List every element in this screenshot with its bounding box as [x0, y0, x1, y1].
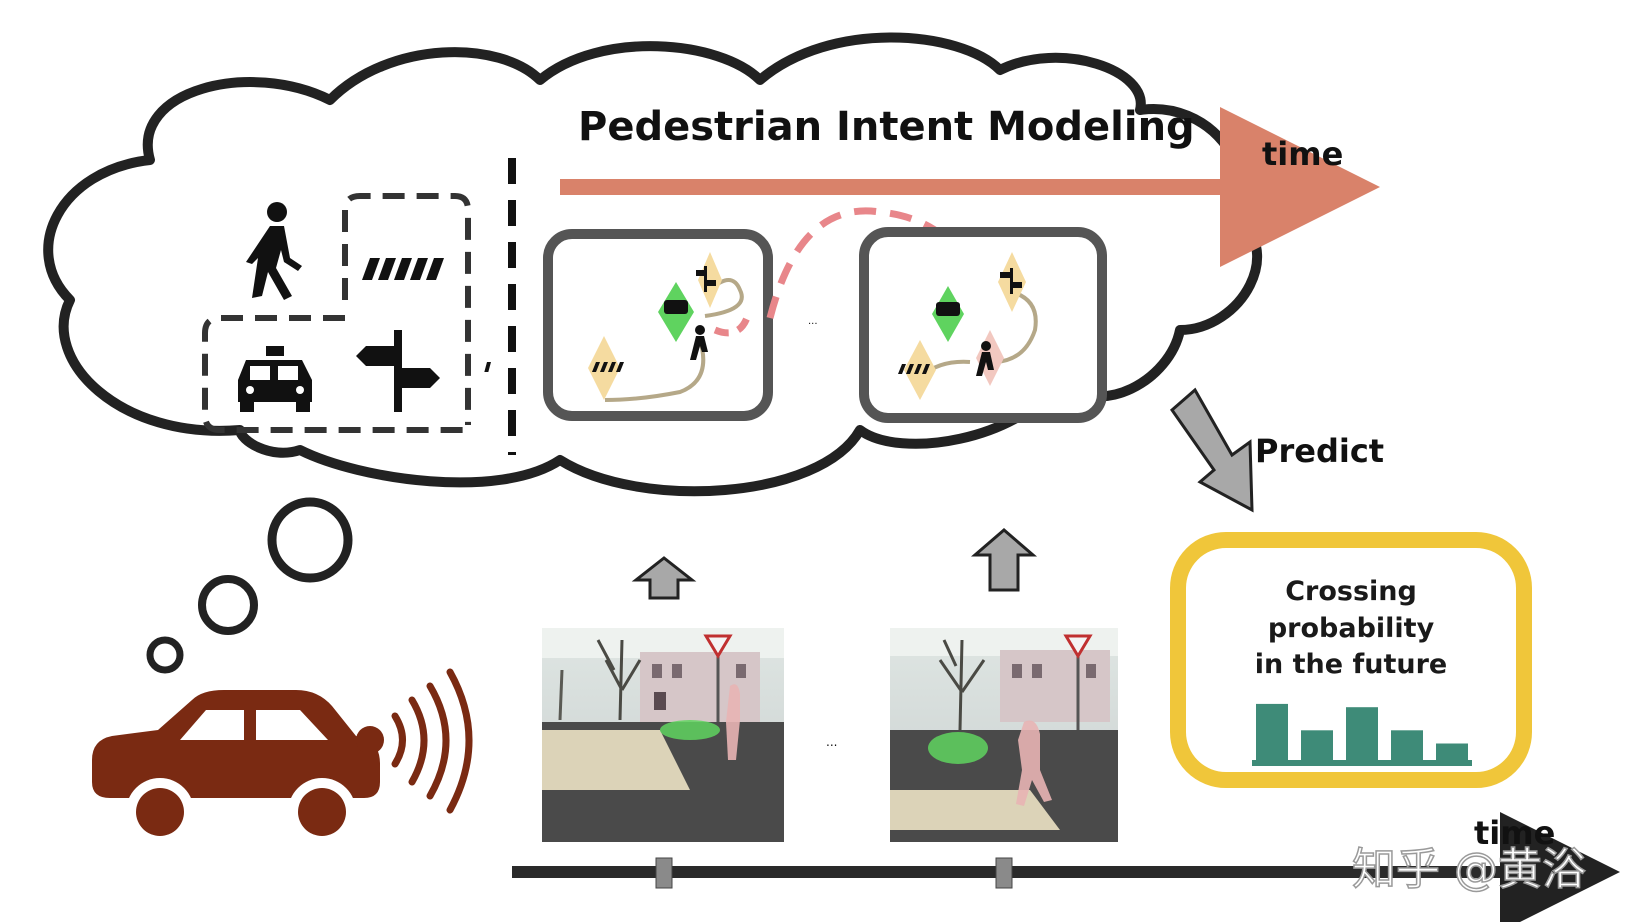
- ego-car-icon: [92, 690, 380, 846]
- histogram-bar: [1256, 703, 1288, 760]
- video-frame-1: [542, 628, 784, 842]
- intent-graph-1: [484, 229, 773, 421]
- context-box-upper: [342, 193, 471, 425]
- predict-arrow: [1169, 387, 1254, 513]
- time-label-top: time: [1262, 135, 1343, 173]
- vehicle-detection: [660, 720, 720, 740]
- thought-bubble-icon: [146, 497, 353, 674]
- signal-waves-icon: [356, 668, 473, 814]
- video-frame-2: [890, 628, 1118, 842]
- histogram-bar: [1436, 743, 1468, 760]
- pedestrian-icon: [246, 202, 302, 300]
- signpost-icon: [356, 330, 440, 412]
- timeline-tick-2: [995, 857, 1013, 889]
- probability-histogram: [1252, 703, 1472, 766]
- histogram-bar: [1391, 730, 1423, 760]
- time-label-bottom: time: [1474, 814, 1555, 852]
- up-arrow-2: [970, 528, 1038, 592]
- crosswalk-node: [904, 340, 936, 400]
- histogram-bar: [1346, 707, 1378, 760]
- diagram-title: Pedestrian Intent Modeling: [578, 104, 1195, 150]
- output-line-2: probability: [1268, 613, 1435, 644]
- graph-ellipsis: ...: [808, 316, 818, 327]
- timeline-tick-1: [655, 857, 673, 889]
- up-arrow-1: [631, 556, 697, 600]
- taxi-icon: [238, 346, 312, 412]
- pedestrian-detection: [726, 684, 740, 760]
- frame-ellipsis: ...: [826, 735, 837, 749]
- intent-graph-2: [859, 227, 1107, 423]
- output-line-3: in the future: [1255, 649, 1447, 680]
- predict-label: Predict: [1255, 432, 1384, 470]
- vehicle-detection: [928, 732, 988, 764]
- context-icons: [202, 193, 471, 433]
- output-line-1: Crossing: [1285, 576, 1417, 607]
- crosswalk-icon: [362, 258, 444, 280]
- histogram-bar: [1301, 730, 1333, 760]
- pedestrian-detection: [1016, 720, 1052, 806]
- context-box-lower: [202, 315, 468, 433]
- output-box: Crossing probability in the future: [1170, 532, 1532, 788]
- watermark: 知乎 @黄浴: [1352, 844, 1586, 895]
